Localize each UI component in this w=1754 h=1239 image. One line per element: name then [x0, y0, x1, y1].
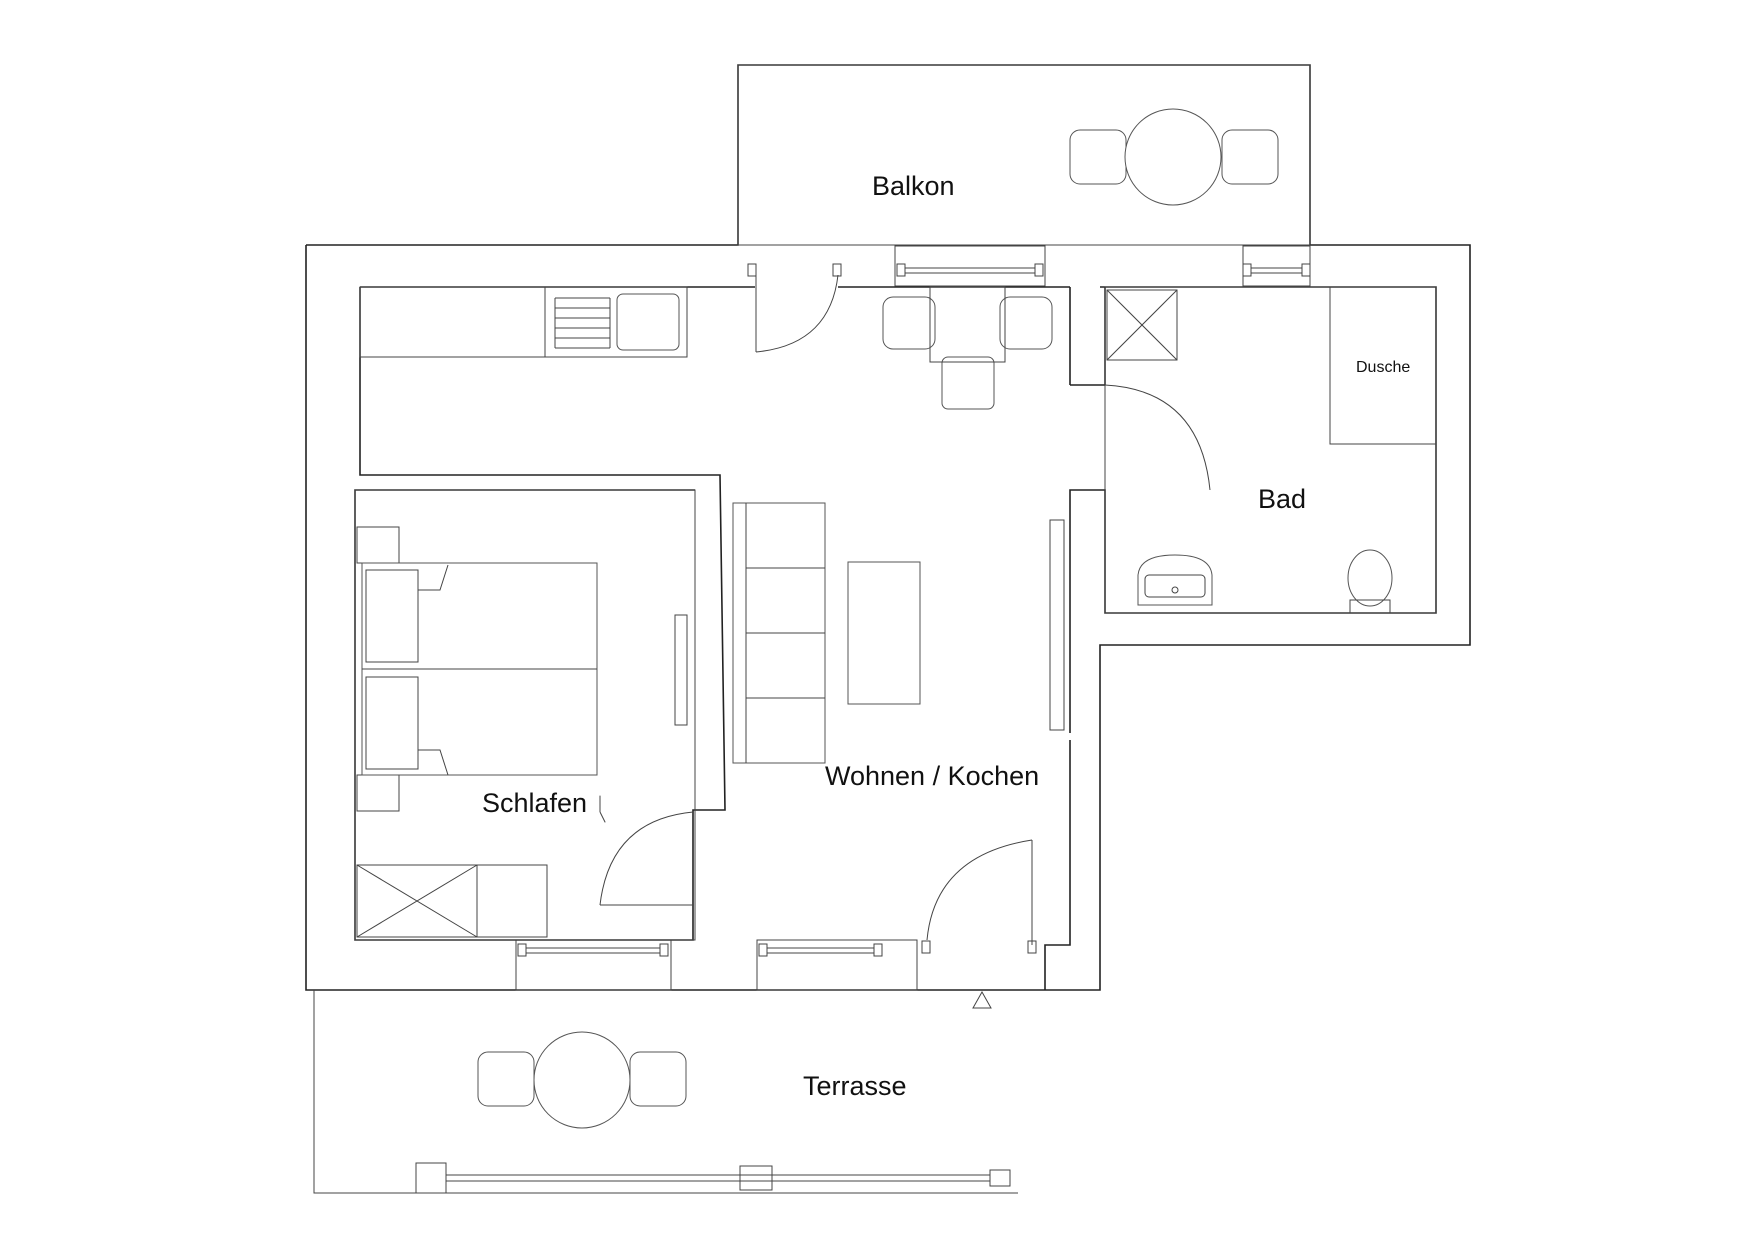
shower	[1329, 286, 1437, 445]
railing-post	[739, 1165, 773, 1191]
triangle-icon	[972, 990, 992, 1009]
chair-icon	[1221, 129, 1279, 185]
table-icon	[533, 1031, 631, 1129]
label-wohnen-kochen: Wohnen / Kochen	[825, 761, 1039, 791]
sink-icon	[616, 293, 680, 351]
chair-icon	[882, 296, 936, 350]
label-terrasse: Terrasse	[803, 1071, 907, 1101]
railing-post	[989, 1169, 1011, 1187]
bathroom	[1104, 286, 1437, 614]
door-swing	[599, 811, 694, 906]
toilet-icon	[1347, 549, 1393, 607]
washbasin-icon	[1137, 554, 1213, 606]
wardrobe-door	[674, 614, 688, 726]
label-dusche: Dusche	[1356, 359, 1410, 376]
dining-table-icon	[929, 286, 1006, 363]
door-swing	[926, 839, 1033, 941]
dining-set	[882, 286, 1053, 410]
chair-icon	[999, 296, 1053, 350]
railing-post	[415, 1162, 447, 1194]
door-swing	[1104, 384, 1211, 491]
balcony	[737, 64, 1311, 246]
table-icon	[1124, 108, 1222, 206]
chair-icon	[941, 356, 995, 410]
bedroom	[354, 489, 696, 941]
outer-walls	[305, 64, 1471, 991]
wardrobe-icon	[356, 864, 548, 938]
stove-icon	[554, 297, 611, 349]
wardrobe-door	[1049, 519, 1065, 731]
cabinet-icon	[1106, 289, 1178, 361]
label-bad: Bad	[1258, 484, 1306, 514]
living-area	[732, 502, 1065, 954]
chair-icon	[629, 1051, 687, 1107]
label-schlafen: Schlafen	[482, 788, 587, 818]
nightstand-icon	[356, 526, 400, 564]
kitchen-counter	[359, 286, 688, 358]
chair-icon	[477, 1051, 535, 1107]
nightstand-icon	[356, 774, 400, 812]
chair-icon	[1069, 129, 1127, 185]
bottom-openings	[515, 939, 918, 991]
terrace	[313, 990, 1018, 1194]
label-balkon: Balkon	[872, 171, 955, 201]
top-openings	[747, 245, 1311, 353]
coffee-table-icon	[847, 561, 921, 705]
